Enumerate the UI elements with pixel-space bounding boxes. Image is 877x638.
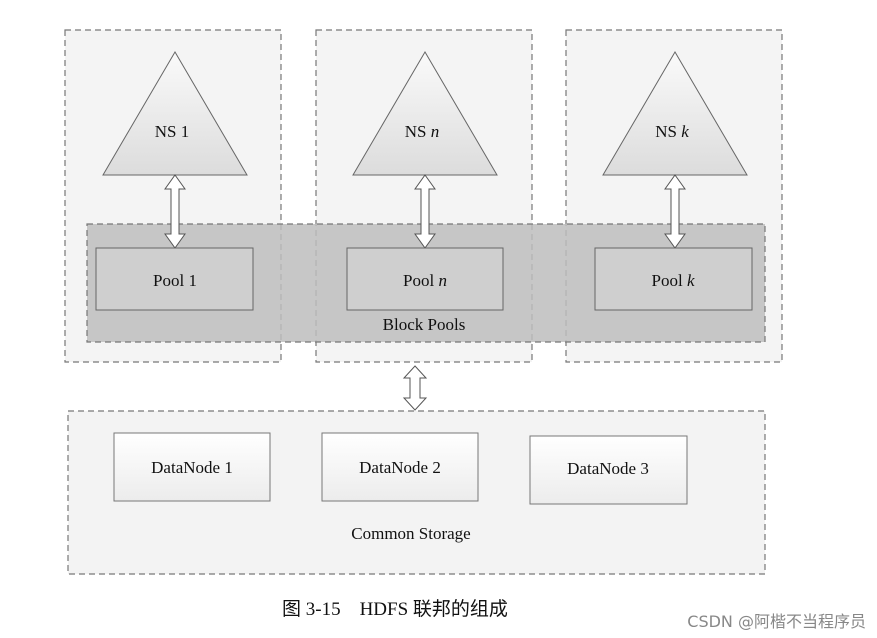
- datanode-label-1: DataNode 1: [151, 458, 233, 477]
- pool-box-1: [95, 247, 254, 311]
- common-storage-label: Common Storage: [351, 524, 470, 543]
- datanode-label-2: DataNode 2: [359, 458, 441, 477]
- datanode-box-3: [529, 435, 688, 505]
- namespace-label-n: NS n: [405, 122, 439, 141]
- pool-label-n: Pool n: [403, 271, 447, 290]
- pool-box-n: [346, 247, 504, 311]
- pool-box-k: [594, 247, 753, 311]
- pool-label-1: Pool 1: [153, 271, 197, 290]
- namespace-label-k: NS k: [655, 122, 689, 141]
- watermark: CSDN @阿楷不当程序员: [687, 612, 866, 631]
- double-arrow-icon: [402, 365, 428, 411]
- pool-label-k: Pool k: [652, 271, 695, 290]
- datanode-box-1: [113, 432, 271, 502]
- namespace-label-1: NS 1: [155, 122, 189, 141]
- block-pools-label: Block Pools: [383, 315, 466, 334]
- datanode-label-3: DataNode 3: [567, 459, 649, 478]
- datanode-box-2: [321, 432, 479, 502]
- figure-caption: 图 3-15 HDFS 联邦的组成: [282, 598, 508, 620]
